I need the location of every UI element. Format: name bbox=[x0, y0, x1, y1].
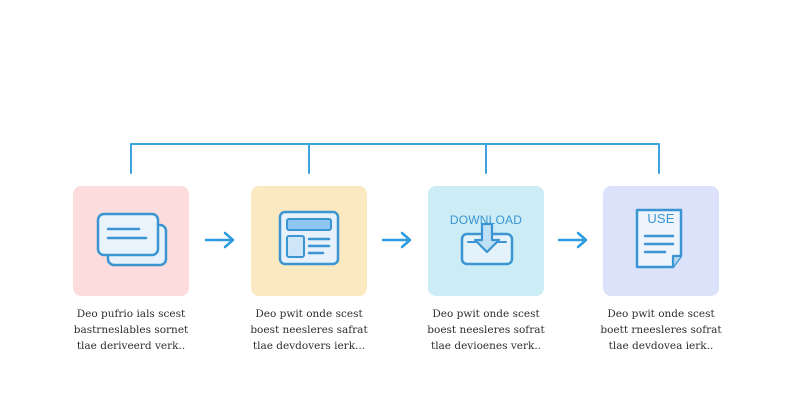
description-line: Deo pufrio ials scest bbox=[76, 308, 186, 320]
step-card-3: DOWNLOAD bbox=[428, 186, 544, 296]
arrow-right-icon bbox=[204, 231, 235, 249]
arrow-right-icon bbox=[557, 231, 588, 249]
arrow-right-icon bbox=[381, 231, 412, 249]
step-card-1 bbox=[73, 186, 189, 296]
description-line: tlae devdovea ierk.. bbox=[608, 340, 714, 352]
step-card-2 bbox=[251, 186, 367, 296]
description-line: tlae devdovers ierk... bbox=[252, 340, 366, 352]
step-description-2: Deo pwit onde scest boest neesleres safr… bbox=[229, 306, 389, 354]
description-line: Deo pwit onde scest bbox=[255, 308, 363, 320]
description-line: Deo pwit onde scest bbox=[607, 308, 715, 320]
connector-line bbox=[130, 143, 660, 174]
step-label-4: USE bbox=[647, 211, 675, 226]
description-line: boest neesleres sofrat bbox=[427, 324, 545, 336]
step-description-1: Deo pufrio ials scest bastrneslables sor… bbox=[51, 306, 211, 354]
description-line: tlae deriveerd verk.. bbox=[76, 340, 186, 352]
description-line: tlae devioenes verk.. bbox=[430, 340, 542, 352]
description-line: Deo pwit onde scest bbox=[432, 308, 540, 320]
step-description-3: Deo pwit onde scest boest neesleres sofr… bbox=[406, 306, 566, 354]
description-line: bastrneslables sornet bbox=[73, 324, 189, 336]
step-description-4: Deo pwit onde scest boett rneesleres sof… bbox=[581, 306, 741, 354]
description-line: boett rneesleres sofrat bbox=[600, 324, 722, 336]
step-card-4: USE bbox=[603, 186, 719, 296]
step-label-3: DOWNLOAD bbox=[449, 213, 523, 227]
description-line: boest neesleres safrat bbox=[250, 324, 368, 336]
